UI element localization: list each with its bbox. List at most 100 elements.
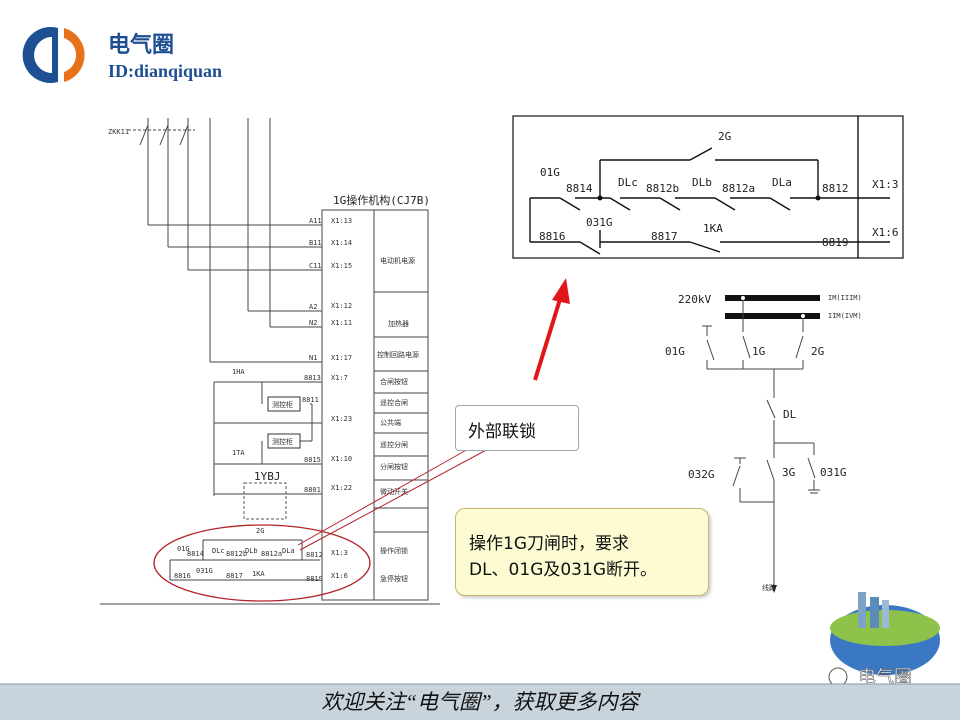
diagram-label: X1:17 xyxy=(331,354,352,362)
diagram-label: 公共端 xyxy=(380,418,401,427)
diagram-label: X1:12 xyxy=(331,302,352,310)
footer-text: 欢迎关注“电气圈”，获取更多内容 xyxy=(321,690,641,714)
diagram-label: 电动机电源 xyxy=(380,256,415,265)
diagram-label: 8811 xyxy=(302,396,319,404)
diagram-label: 01G xyxy=(665,345,685,358)
diagram-label: X1:3 xyxy=(872,178,899,191)
diagram-label: 8814 xyxy=(566,182,593,195)
diagram-label: N1 xyxy=(309,354,317,362)
diagram-label: 8814 xyxy=(187,550,204,558)
diagram-label: X1:6 xyxy=(331,572,348,580)
diagram-label: 031G xyxy=(820,466,847,479)
red-arrow xyxy=(533,278,570,381)
breaker-label: ZKK11 xyxy=(108,128,129,136)
diagram-label: DLb xyxy=(245,547,258,555)
requirement-note: 操作1G刀闸时，要求 DL、01G及031G断开。 xyxy=(455,508,709,596)
relay-label: 1TA xyxy=(232,449,245,457)
callout-external-interlock: 外部联锁 xyxy=(455,405,579,451)
interlock-zoom-box: 2G 01G DLc DLb DLa 031G 1KA 8814 8812b 8… xyxy=(512,115,904,259)
diagram-label: 8812 xyxy=(822,182,849,195)
diagram-label: DLb xyxy=(692,176,712,189)
diagram-label: 遥控分闸 xyxy=(380,440,408,449)
diagram-label: 8815 xyxy=(304,456,321,464)
diagram-label: DLa xyxy=(772,176,792,189)
diagram-label: N2 xyxy=(309,319,317,327)
diagram-label: A2 xyxy=(309,303,317,311)
diagram-label: 2G xyxy=(718,130,731,143)
diagram-label: 8813 xyxy=(304,374,321,382)
diagram-label: A11 xyxy=(309,217,322,225)
diagram-label: DLc xyxy=(618,176,638,189)
diagram-label: 8819 xyxy=(306,575,323,583)
diagram-label: 控制回路电源 xyxy=(377,350,419,359)
logo-mark-orange xyxy=(64,28,85,82)
diagram-label: 8817 xyxy=(226,572,243,580)
diagram-label: 操作闭锁 xyxy=(380,546,408,555)
diagram-label: IIM(IVM) xyxy=(828,312,862,320)
diagram-label: 8812a xyxy=(261,550,282,558)
diagram-label: C11 xyxy=(309,262,322,270)
watermark: 电气圈 xyxy=(858,667,912,688)
diagram-label: 遥控合闸 xyxy=(380,398,408,407)
diagram-label: 合闸按钮 xyxy=(380,377,408,386)
diagram-label: 01G xyxy=(540,166,560,179)
diagram-label: X1:10 xyxy=(331,455,352,463)
logo: 电气圈 ID:dianqiquan xyxy=(22,26,222,83)
diagram-label: 1G xyxy=(752,345,765,358)
diagram-label: IM(IIIM) xyxy=(828,294,862,302)
diagram-label: 2G xyxy=(811,345,824,358)
control-box-label: 测控柜 xyxy=(272,437,293,446)
diagram-label: 微动开关 xyxy=(380,487,408,496)
diagram-label: X1:15 xyxy=(331,262,352,270)
diagram-label: 8816 xyxy=(539,230,566,243)
diagram-label: 加热器 xyxy=(388,319,409,328)
diagram-label: DLc xyxy=(212,547,225,555)
diagram-label: DLa xyxy=(282,547,295,555)
diagram-label: X1:13 xyxy=(331,217,352,225)
logo-mark-blue xyxy=(22,26,58,83)
relay-label: 1HA xyxy=(232,368,245,376)
diagram-label: 2G xyxy=(256,527,264,535)
mechanism-title: 1G操作机构(CJ7B) xyxy=(333,193,430,207)
diagram-label: X1:6 xyxy=(872,226,899,239)
relay-label: 1YBJ xyxy=(254,470,281,483)
note-line-1: 操作1G刀闸时，要求 xyxy=(469,534,629,554)
diagram-label: 220kV xyxy=(678,293,711,306)
footer-bar xyxy=(0,684,960,720)
diagram-label: 032G xyxy=(688,468,715,481)
callout-pointer xyxy=(297,447,491,551)
diagram-label: X1:22 xyxy=(331,484,352,492)
diagram-label: 分闸按钮 xyxy=(380,462,408,471)
diagram-label: 8817 xyxy=(651,230,678,243)
diagram-label: DL xyxy=(783,408,797,421)
diagram-label: X1:11 xyxy=(331,319,352,327)
diagram-label: 031G xyxy=(196,567,213,575)
globe-image xyxy=(830,592,940,675)
control-schematic: ZKK11 测控柜 测控柜 1HA 1TA 1YBJ A11 B11 C xyxy=(100,118,440,605)
diagram-label: 8819 xyxy=(822,236,849,249)
diagram-label: 01G xyxy=(177,545,190,553)
diagram-label: 8816 xyxy=(174,572,191,580)
diagram-label: X1:23 xyxy=(331,415,352,423)
diagram-label: 8801 xyxy=(304,486,321,494)
diagram-label: X1:7 xyxy=(331,374,348,382)
callout-text: 外部联锁 xyxy=(468,422,536,442)
diagram-label: 8812b xyxy=(646,182,679,195)
diagram-label: 8812a xyxy=(722,182,755,195)
logo-id: ID:dianqiquan xyxy=(108,61,222,81)
diagram-label: 8812 xyxy=(306,551,323,559)
diagram-label: 3G xyxy=(782,466,795,479)
diagram-label: B11 xyxy=(309,239,322,247)
diagram-label: 急停按钮 xyxy=(380,574,408,583)
diagram-label: X1:3 xyxy=(331,549,348,557)
line-label: 线路 xyxy=(762,583,776,592)
note-line-2: DL、01G及031G断开。 xyxy=(469,560,657,580)
control-box-label: 测控柜 xyxy=(272,400,293,409)
interlock-highlight-ellipse xyxy=(153,524,371,602)
wechat-icon xyxy=(828,667,848,687)
diagram-label: 1KA xyxy=(703,222,723,235)
logo-name: 电气圈 xyxy=(108,32,174,58)
diagram-label: 031G xyxy=(586,216,613,229)
single-line-diagram: 220kV IM(IIIM) IIM(IVM) 01G 1G 2G DL 032… xyxy=(665,293,862,593)
